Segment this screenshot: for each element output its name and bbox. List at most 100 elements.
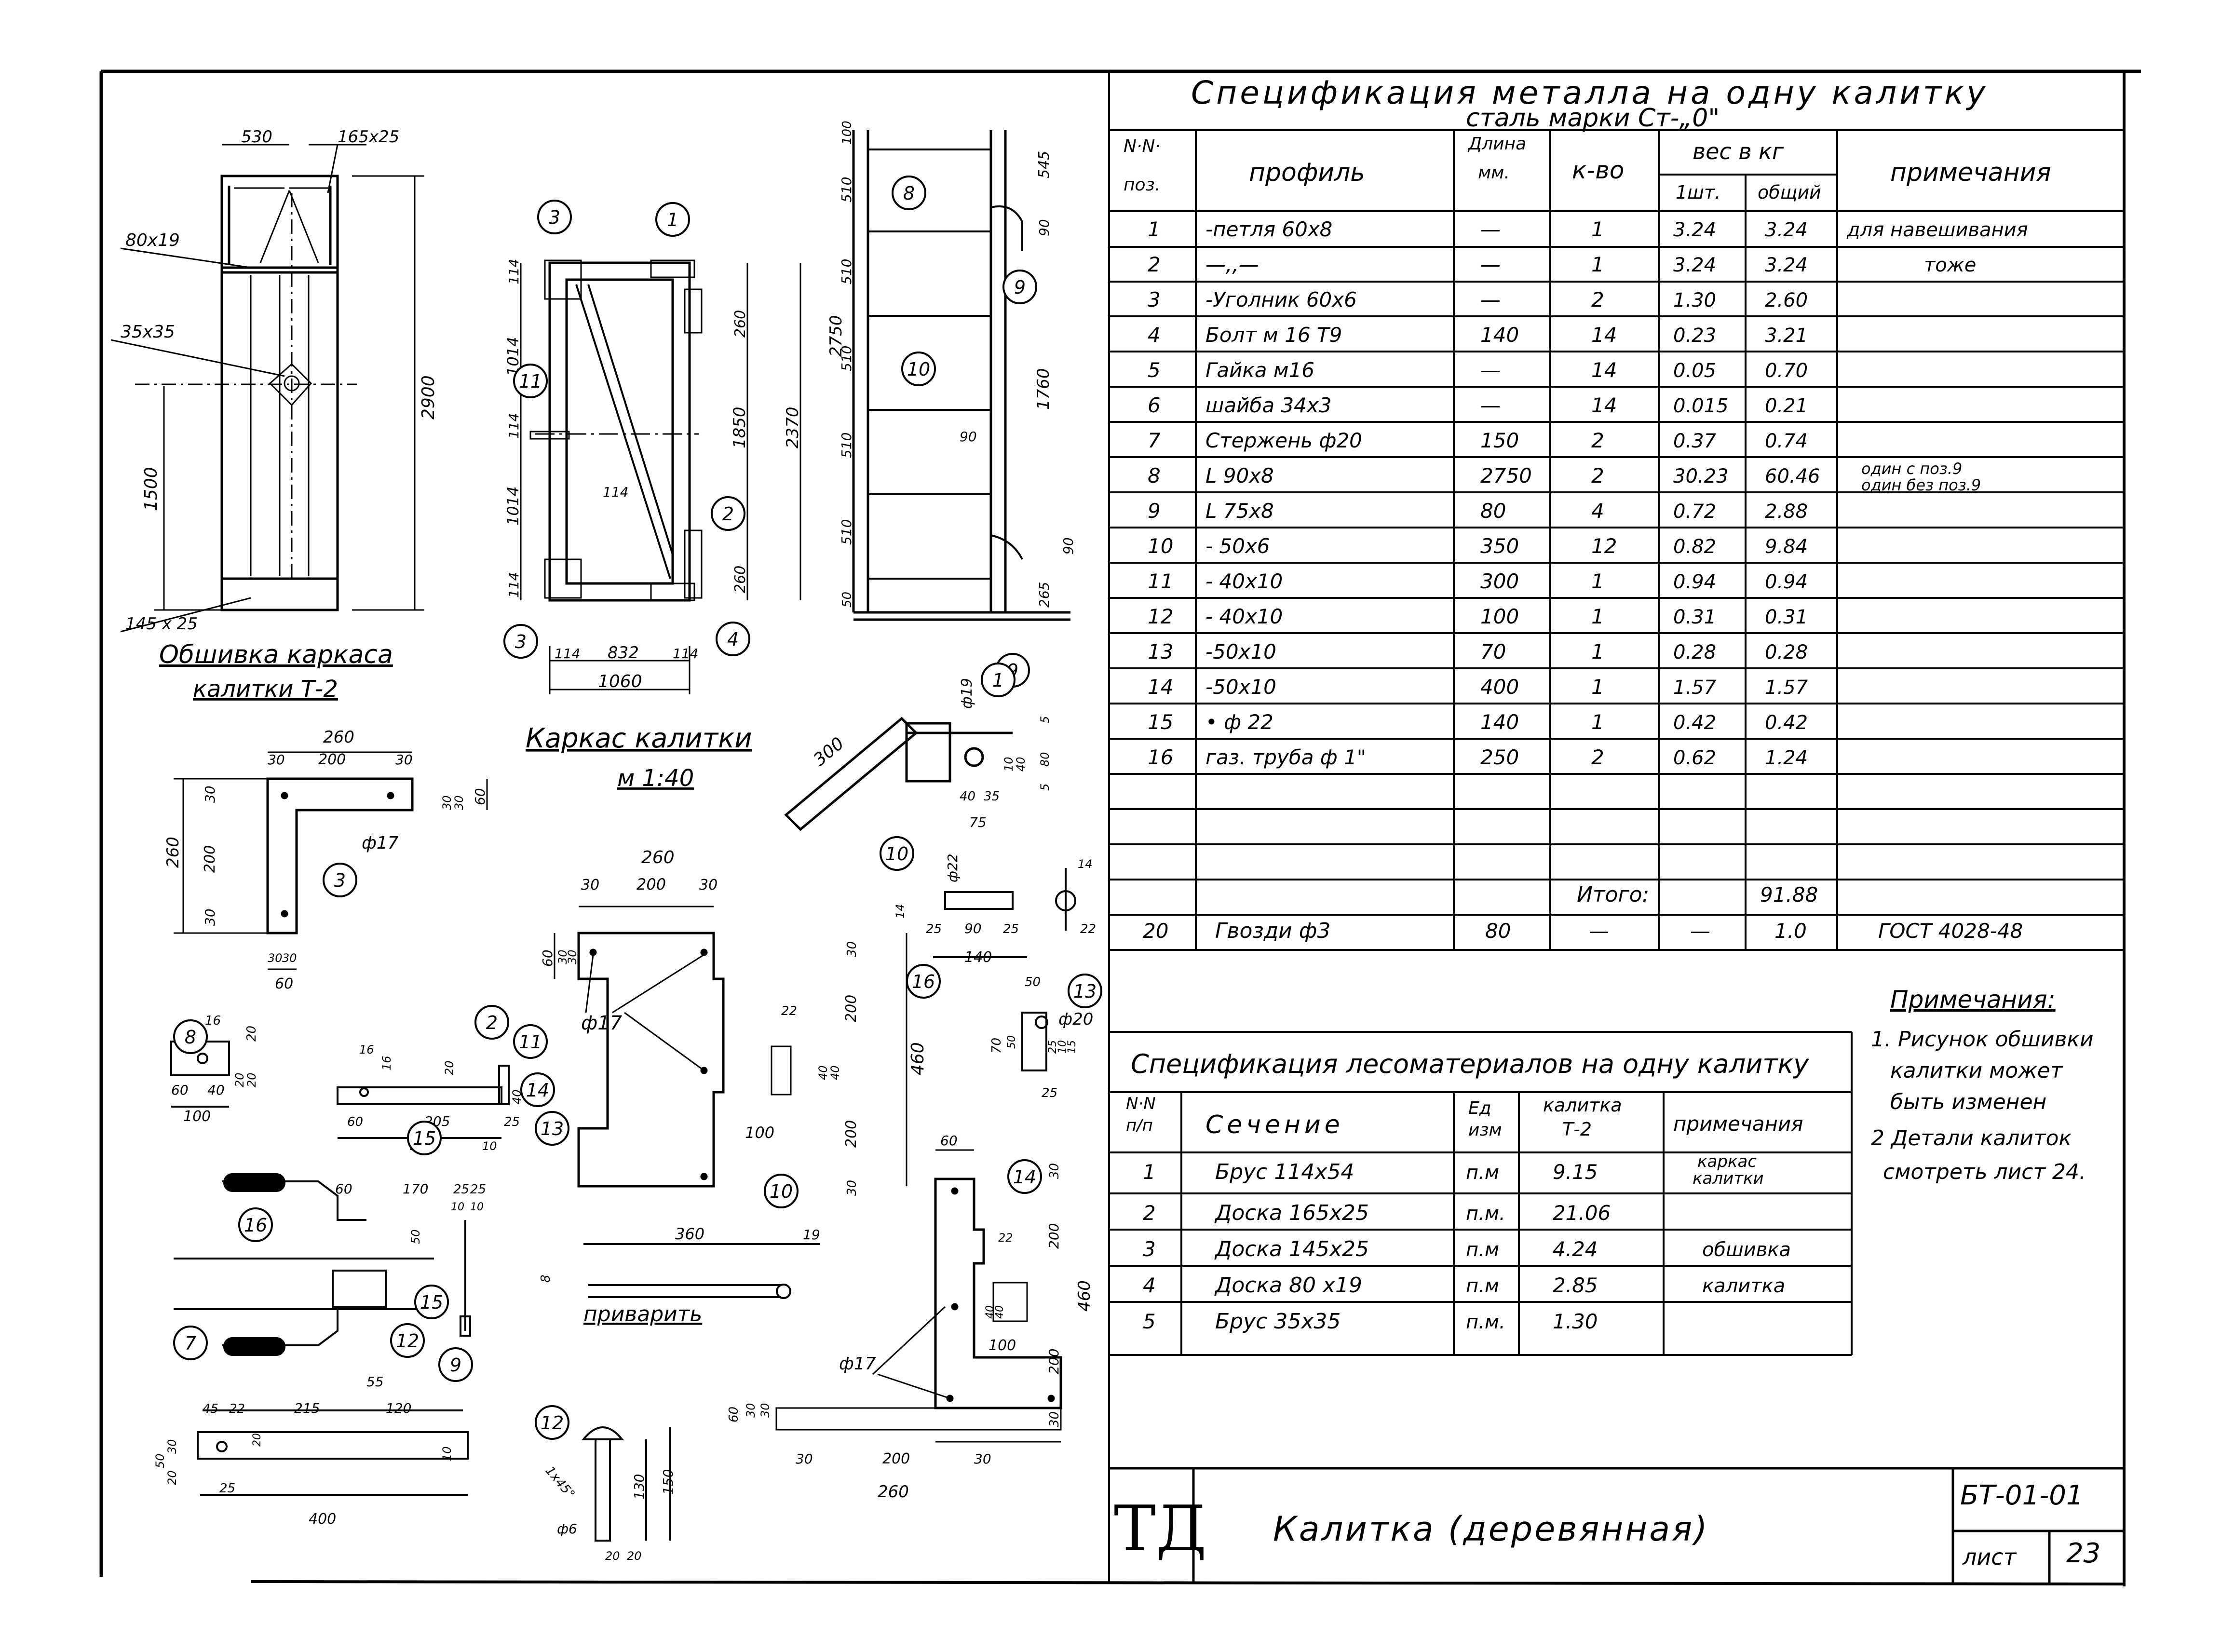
callout-number: 4 [727,629,739,650]
metal-hdr-length2: мм. [1478,163,1510,183]
pin-detail-7: 1х45° ф6 130 150 20 20 [542,1426,676,1563]
metal-row-qty: 1 [1591,710,1604,734]
dim-p13-10: 10 [1056,1040,1069,1054]
dim-p7-130: 130 [631,1474,647,1500]
dim-frame-114d: 114 [555,646,580,662]
callout-circle [390,1323,425,1358]
notes-line-5: смотреть лист 24. [1883,1160,2086,1184]
callout-circle [1007,1159,1042,1194]
wood-spec-title: Спецификация лесоматериалов на одну кали… [1131,1049,1809,1079]
metal-row-qty: 2 [1591,429,1604,452]
metal-row-length: 80 [1480,499,1506,523]
callout-circle [892,176,926,210]
dim-lk-25a: 25 [453,1182,469,1197]
metal-row-profile: L 90х8 [1205,464,1274,487]
wood-spec-table: Спецификация лесоматериалов на одну кали… [1109,1031,1853,1356]
metal-row-qty: 2 [1591,745,1604,769]
nails-qty: — [1589,919,1609,943]
dim-r15-14a: 14 [894,904,907,919]
metal-row-weight-one: 3.24 [1673,219,1716,241]
dim-p13-70: 70 [989,1038,1004,1054]
dim-b14-20a: 20 [165,1470,179,1485]
metal-row-weight-one: 0.37 [1673,430,1717,452]
metal-row-num: 16 [1148,745,1173,769]
callout-number: 1 [992,670,1004,691]
dim-side-510e: 510 [839,519,854,545]
metal-spec-title: Спецификация металла на одну калитку [1191,74,1988,111]
dim-cp-260v: 260 [163,837,183,868]
metal-hdr-notes: примечания [1890,158,2051,187]
dim-p12-100: 100 [183,1108,211,1125]
metal-row-length: 350 [1480,534,1519,558]
metal-row-num: 10 [1148,534,1173,558]
metal-row-weight-one: 0.62 [1673,747,1716,769]
callout-circle [173,1326,208,1360]
callout-number: 15 [413,1128,436,1149]
dim-frame-1060: 1060 [598,672,642,691]
dim-p12-60: 60 [171,1082,189,1098]
dim-p7-20a: 20 [605,1549,620,1563]
metal-row-profile: - 40х10 [1205,569,1283,593]
rod-detail-15: ф22 14 25 90 25 140 14 22 [894,853,1096,966]
metal-row-profile: шайба 34х3 [1205,393,1331,417]
corner-plate-dimensions: 260 30 200 30 30 30 60 260 30 200 30 30 … [163,728,488,992]
callout-circle [880,836,914,871]
metal-hdr-profile: профиль [1249,158,1365,187]
dim-p12-16: 16 [205,1014,221,1028]
dim-h2-30a: 30 [1047,1163,1062,1179]
callout-number: 9 [450,1354,461,1376]
metal-row-weight-total: 0.70 [1765,360,1808,382]
metal-row-weight-total: 3.24 [1765,254,1808,276]
callout-number: 3 [549,207,560,228]
callout-number: 12 [396,1330,419,1352]
dim-cp-260: 260 [323,728,354,747]
metal-hdr-weight: вес в кг [1693,138,1784,164]
metal-row-num: 8 [1148,464,1161,487]
dim-530: 530 [241,127,272,147]
dim-h2-60: 60 [940,1133,958,1149]
wood-row-num: 5 [1143,1310,1156,1333]
callout-number: 1 [667,209,678,230]
wood-row-section: Брус 35х35 [1215,1309,1341,1334]
dim-a8-75: 75 [969,814,987,830]
callout-number: 13 [541,1118,564,1139]
dim-p13-25b: 25 [1042,1086,1057,1100]
dim-h1-260: 260 [641,848,675,867]
dim-b14-20b: 20 [251,1433,263,1447]
wood-row-section: Доска 145х25 [1214,1237,1369,1261]
dim-r15-25b: 25 [1003,922,1019,936]
dim-h2-30c: 30 [744,1403,758,1418]
dim-b11-60: 60 [347,1115,363,1129]
dim-cp-200: 200 [318,751,346,768]
metal-row-weight-total: 0.42 [1765,712,1808,734]
dim-a8-f19: ф19 [959,678,975,709]
dim-b14-50: 50 [153,1453,167,1468]
dim-h2-30f: 30 [974,1451,991,1467]
dim-cp-30f: 30 [202,908,218,926]
metal-row-length: — [1480,217,1501,241]
metal-hdr-length: Длина [1467,134,1526,154]
callout-number: 14 [526,1080,549,1101]
dim-frame-260a: 260 [732,310,749,338]
wood-hdr-notes: примечания [1673,1112,1803,1136]
dim-b11-16b: 16 [380,1056,393,1070]
dim-cp-30h: 30 [282,951,297,965]
metal-row-num: 15 [1148,710,1173,734]
callout-circle [503,624,538,659]
wood-hdr-unit2: изм [1468,1120,1502,1140]
weld-detail: 360 19 8 приварить [539,1225,820,1327]
metal-row-profile: —,,— [1205,253,1259,276]
frame-title: Каркас калитки [526,723,752,754]
dim-frame-260b: 260 [732,566,749,593]
metal-row-weight-total: 3.21 [1765,325,1808,347]
dim-cp-60a: 60 [472,788,488,805]
metal-hdr-w-total: общий [1758,182,1821,203]
callout-number: 10 [885,843,908,865]
metal-row-num: 3 [1148,288,1161,311]
callout-circle [474,1005,509,1040]
notes-line-1: 1. Рисунок обшивки [1871,1027,2094,1052]
dim-cp-30e: 30 [202,785,218,803]
dim-side-510d: 510 [839,433,854,458]
metal-row-weight-one: 0.31 [1673,606,1716,628]
